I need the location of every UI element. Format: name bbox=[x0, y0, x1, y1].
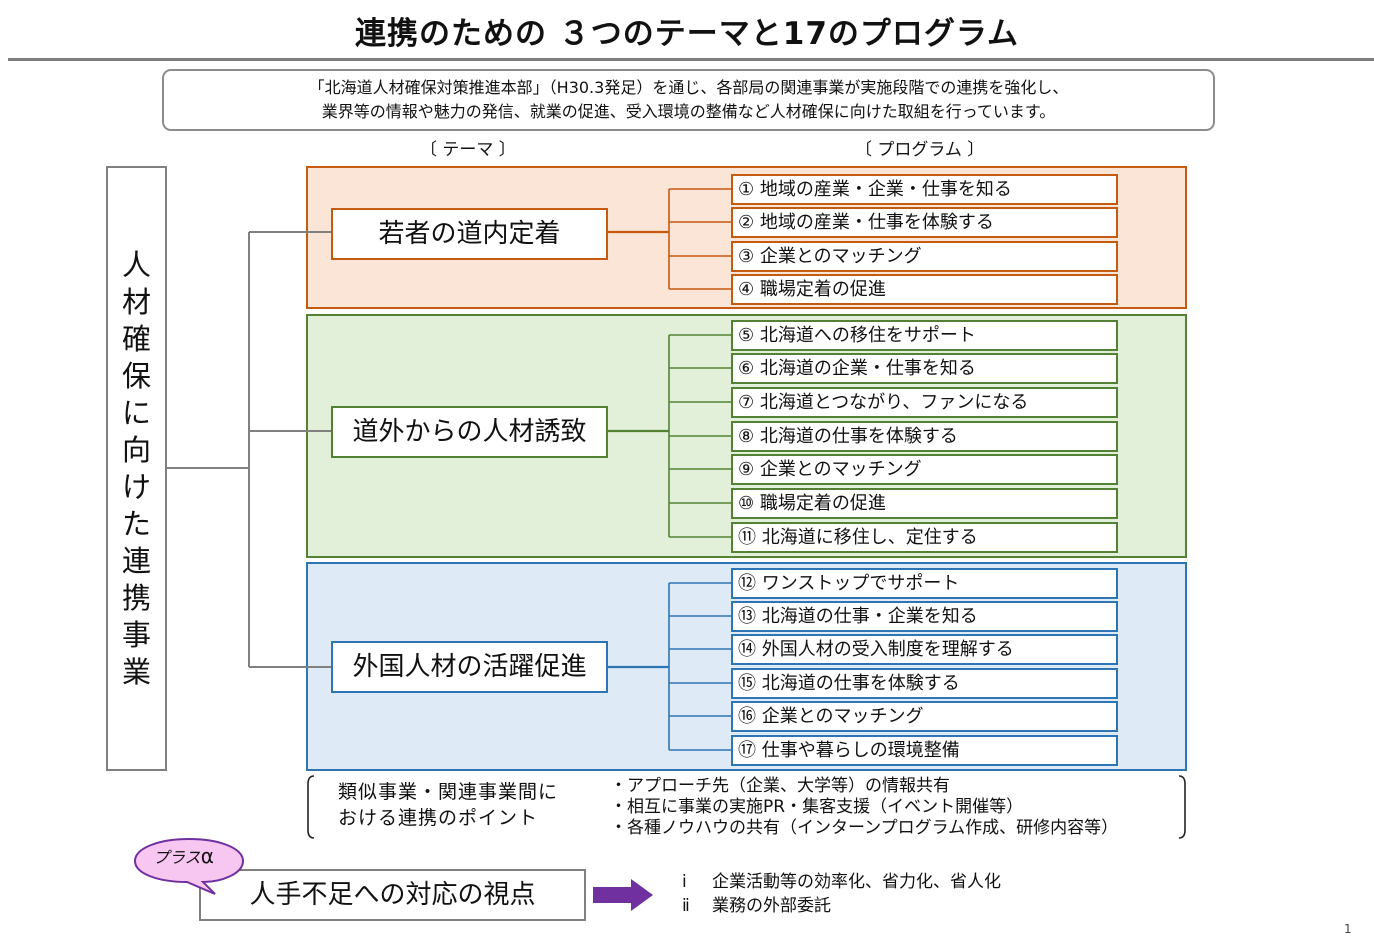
points-label-line-2: おける連携のポイント bbox=[338, 807, 539, 829]
program-15: ⑮ 北海道の仕事を体験する bbox=[731, 668, 1118, 699]
shortage-box: 人手不足への対応の視点 bbox=[199, 869, 586, 921]
theme-column-header: 〔 テーマ 〕 bbox=[420, 140, 516, 160]
viewpoint-1: ⅰ 企業活動等の効率化、省力化、省人化 bbox=[682, 870, 1001, 894]
left-label-char-9: 連 bbox=[121, 543, 151, 578]
program-11: ⑪ 北海道に移住し、定住する bbox=[731, 522, 1118, 553]
left-label-char-10: 携 bbox=[121, 580, 151, 615]
theme-box-3: 外国人材の活躍促進 bbox=[331, 641, 608, 693]
page-title: 連携のための ３つのテーマと17のプログラム bbox=[354, 16, 1019, 52]
program-3: ③ 企業とのマッチング bbox=[731, 241, 1118, 272]
program-1: ① 地域の産業・企業・仕事を知る bbox=[731, 174, 1118, 205]
program-13: ⑬ 北海道の仕事・企業を知る bbox=[731, 601, 1118, 632]
points-item-2: ・相互に事業の実施PR・集客支援（イベント開催等） bbox=[610, 797, 1024, 817]
left-label-char-7: け bbox=[121, 469, 151, 504]
viewpoints-list: ⅰ 企業活動等の効率化、省力化、省人化 ⅱ 業務の外部委託 bbox=[682, 870, 1001, 918]
points-bracket bbox=[307, 775, 1186, 839]
points-item-3: ・各種ノウハウの共有（インターンプログラム作成、研修内容等） bbox=[610, 818, 1119, 838]
program-16: ⑯ 企業とのマッチング bbox=[731, 701, 1118, 732]
left-label-char-2: 材 bbox=[121, 284, 151, 319]
viewpoint-2-num: ⅱ bbox=[682, 896, 690, 916]
points-list: ・アプローチ先（企業、大学等）の情報共有 ・相互に事業の実施PR・集客支援（イベ… bbox=[610, 776, 1118, 839]
theme-box-2: 道外からの人材誘致 bbox=[331, 406, 608, 458]
points-label-line-1: 類似事業・関連事業間に bbox=[338, 781, 559, 803]
intro-box: 「北海道人材確保対策推進本部」（H30.3発足）を通じ、各部局の関連事業が実施段… bbox=[162, 69, 1215, 131]
program-4: ④ 職場定着の促進 bbox=[731, 274, 1118, 305]
points-item-1: ・アプローチ先（企業、大学等）の情報共有 bbox=[610, 776, 950, 796]
plus-text: プラス bbox=[153, 848, 201, 867]
program-10: ⑩ 職場定着の促進 bbox=[731, 488, 1118, 519]
left-label-char-12: 業 bbox=[121, 654, 151, 689]
left-label-char-5: に bbox=[121, 395, 151, 430]
left-label-char-11: 事 bbox=[121, 617, 151, 652]
program-17: ⑰ 仕事や暮らしの環境整備 bbox=[731, 735, 1118, 766]
left-label-char-4: 保 bbox=[121, 358, 151, 393]
left-label-char-6: 向 bbox=[121, 432, 151, 467]
left-label-char-3: 確 bbox=[121, 321, 151, 356]
viewpoint-1-num: ⅰ bbox=[682, 872, 687, 892]
points-label: 類似事業・関連事業間に おける連携のポイント bbox=[338, 779, 558, 831]
program-9: ⑨ 企業とのマッチング bbox=[731, 454, 1118, 485]
program-14: ⑭ 外国人材の受入制度を理解する bbox=[731, 634, 1118, 665]
intro-line-1: 「北海道人材確保対策推進本部」（H30.3発足）を通じ、各部局の関連事業が実施段… bbox=[308, 78, 1069, 97]
program-2: ② 地域の産業・仕事を体験する bbox=[731, 207, 1118, 238]
program-column-header: 〔 プログラム 〕 bbox=[855, 140, 985, 160]
speech-bubble-icon bbox=[133, 837, 245, 895]
program-8: ⑧ 北海道の仕事を体験する bbox=[731, 421, 1118, 452]
program-6: ⑥ 北海道の企業・仕事を知る bbox=[731, 353, 1118, 384]
alpha-symbol: α bbox=[200, 844, 214, 868]
left-label-char-8: た bbox=[121, 506, 151, 541]
viewpoint-1-text: 企業活動等の効率化、省力化、省人化 bbox=[712, 872, 1001, 892]
theme-box-1: 若者の道内定着 bbox=[331, 208, 608, 260]
intro-line-2: 業界等の情報や魅力の発信、就業の促進、受入環境の整備など人材確保に向けた取組を行… bbox=[321, 102, 1056, 121]
right-arrow-icon bbox=[593, 879, 653, 911]
program-7: ⑦ 北海道とつながり、ファンになる bbox=[731, 387, 1118, 418]
program-5: ⑤ 北海道への移住をサポート bbox=[731, 320, 1118, 351]
page-number: 1 bbox=[1344, 922, 1352, 936]
title-rule bbox=[8, 58, 1374, 61]
left-label-box: 人材確保に向けた連携事業 bbox=[106, 166, 167, 771]
viewpoint-2: ⅱ 業務の外部委託 bbox=[682, 894, 1001, 918]
plus-alpha-label: プラスα bbox=[153, 844, 214, 870]
viewpoint-2-text: 業務の外部委託 bbox=[712, 896, 831, 916]
program-12: ⑫ ワンストップでサポート bbox=[731, 568, 1118, 599]
left-label-char-1: 人 bbox=[121, 247, 151, 282]
